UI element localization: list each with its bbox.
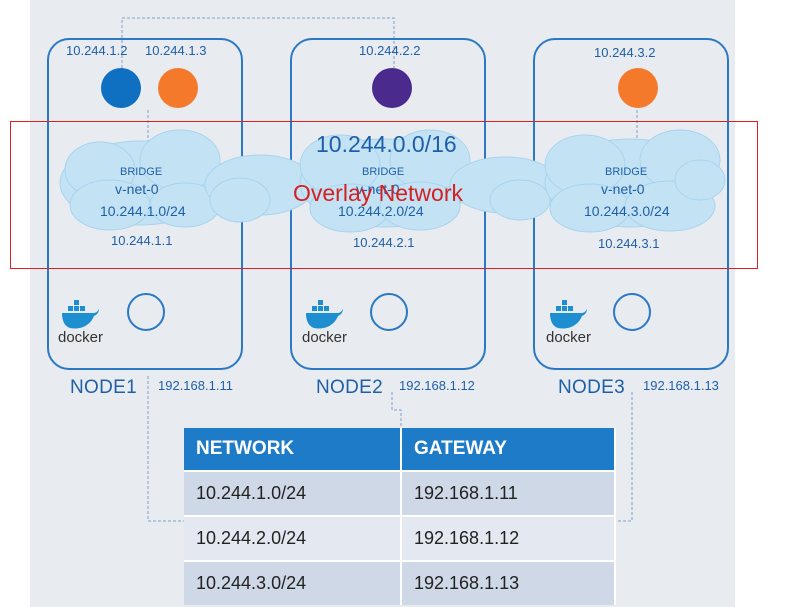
overlay-supernet: 10.244.0.0/16 [316, 131, 457, 157]
node-host-ip: 192.168.1.12 [399, 378, 475, 393]
docker-whale-icon [62, 300, 99, 329]
bridge-name: v-net-0 [356, 181, 400, 197]
gateway-cell: 192.168.1.12 [401, 515, 616, 561]
pod-ip: 10.244.1.3 [145, 43, 207, 58]
pod-circle[interactable] [101, 68, 141, 108]
overlay-network-label: Overlay Network [293, 180, 463, 206]
link-pod-1-3-to-pod-2-2 [121, 17, 395, 68]
node-host-ip: 192.168.1.13 [643, 378, 719, 393]
pod-ip: 10.244.3.2 [594, 45, 656, 60]
pod-circle[interactable] [158, 68, 198, 108]
pod-circle[interactable] [618, 68, 658, 108]
link-node2-to-table [391, 392, 402, 428]
table-row[interactable]: 10.244.2.0/24 192.168.1.12 [184, 515, 616, 561]
gateway-cell: 192.168.1.13 [401, 560, 616, 605]
pod-ip: 10.244.1.2 [66, 43, 128, 58]
column-header-network: NETWORK [184, 428, 402, 471]
bridge-subnet: 10.244.2.0/24 [338, 203, 424, 219]
link-node1-to-table [147, 376, 184, 522]
docker-logo-text: docker [58, 329, 104, 346]
docker-whale-icon [306, 300, 343, 329]
bridge-subnet: 10.244.3.0/24 [584, 203, 670, 219]
network-cell: 10.244.1.0/24 [184, 470, 402, 516]
bridge-title: BRIDGE [362, 166, 405, 178]
link-node3-to-table [616, 392, 633, 522]
network-cell: 10.244.3.0/24 [184, 560, 402, 605]
bridge-name: v-net-0 [115, 181, 159, 197]
docker-whale-icon [550, 300, 587, 329]
docker-logo-text: docker [546, 329, 592, 346]
node-host-ip: 192.168.1.11 [158, 378, 233, 393]
route-table-header: NETWORK GATEWAY [184, 428, 616, 471]
eth-interface-circle[interactable] [127, 293, 165, 331]
pod-circle[interactable] [372, 68, 412, 108]
node-label: NODE3 [558, 377, 625, 398]
route-table: NETWORK GATEWAY 10.244.1.0/24 192.168.1.… [184, 428, 616, 605]
eth-interface-circle[interactable] [613, 293, 651, 331]
bridge-gateway-ip: 10.244.3.1 [598, 236, 660, 251]
bridge-subnet: 10.244.1.0/24 [100, 203, 186, 219]
table-row[interactable]: 10.244.3.0/24 192.168.1.13 [184, 560, 616, 605]
node-label: NODE2 [316, 377, 383, 398]
bridge-name: v-net-0 [601, 181, 645, 197]
gateway-cell: 192.168.1.11 [401, 470, 616, 516]
bridge-title: BRIDGE [120, 166, 163, 178]
bridge-title: BRIDGE [605, 166, 648, 178]
bridge-gateway-ip: 10.244.2.1 [353, 235, 415, 250]
bridge-gateway-ip: 10.244.1.1 [111, 233, 173, 248]
table-row[interactable]: 10.244.1.0/24 192.168.1.11 [184, 470, 616, 516]
eth-interface-circle[interactable] [370, 293, 408, 331]
column-header-gateway: GATEWAY [401, 428, 616, 471]
docker-logo-text: docker [302, 329, 348, 346]
pod-ip: 10.244.2.2 [359, 43, 421, 58]
overlay-network-outline[interactable] [10, 121, 758, 269]
node-label: NODE1 [70, 377, 137, 398]
network-cell: 10.244.2.0/24 [184, 515, 402, 561]
